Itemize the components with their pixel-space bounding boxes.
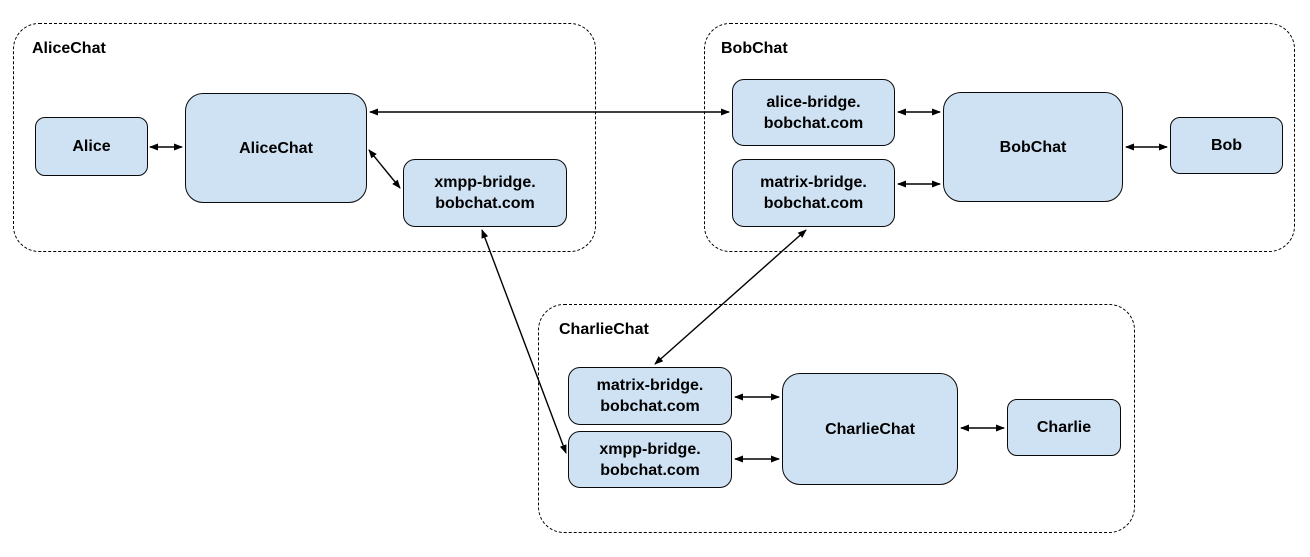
- node-matrix-bridge-charliechat-line2: bobchat.com: [600, 398, 700, 415]
- group-alicechat-network: AliceChat: [13, 23, 596, 252]
- node-xmpp-bridge-charliechat: xmpp-bridge. bobchat.com: [568, 431, 732, 488]
- node-xmpp-bridge-alicechat-line2: bobchat.com: [435, 195, 535, 212]
- node-bobchat-label: BobChat: [999, 138, 1067, 156]
- node-xmpp-bridge-alicechat: xmpp-bridge. bobchat.com: [403, 159, 567, 227]
- group-label-alicechat: AliceChat: [32, 40, 106, 57]
- node-xmpp-bridge-charliechat-line2: bobchat.com: [600, 461, 700, 479]
- node-matrix-bridge-charliechat-line1: matrix-bridge.: [596, 377, 704, 394]
- group-bobchat-network: BobChat: [704, 23, 1295, 252]
- node-charlie-label: Charlie: [1036, 419, 1092, 436]
- node-matrix-bridge-charliechat: matrix-bridge. bobchat.com: [568, 367, 732, 425]
- node-charliechat-label: CharlieChat: [825, 420, 915, 438]
- node-bob-user: Bob: [1170, 117, 1283, 174]
- node-alicechat-label: AliceChat: [239, 139, 313, 157]
- node-alice-label: Alice: [72, 138, 111, 155]
- node-xmpp-bridge-alicechat-line1: xmpp-bridge.: [434, 174, 536, 191]
- node-charliechat-server: CharlieChat: [782, 373, 958, 485]
- node-alice-bridge-line1: alice-bridge.: [766, 93, 861, 111]
- node-xmpp-bridge-charliechat-line1: xmpp-bridge.: [599, 440, 701, 458]
- node-charlie-user: Charlie: [1007, 399, 1121, 456]
- node-bob-label: Bob: [1210, 137, 1243, 154]
- group-label-charliechat: CharlieChat: [559, 321, 649, 338]
- node-matrix-bridge-bobchat: matrix-bridge. bobchat.com: [732, 159, 895, 227]
- group-label-bobchat: BobChat: [721, 40, 788, 57]
- node-alice-bridge-line2: bobchat.com: [763, 114, 864, 132]
- node-matrix-bridge-bobchat-line1: matrix-bridge.: [760, 174, 867, 191]
- node-matrix-bridge-bobchat-line2: bobchat.com: [763, 195, 864, 212]
- node-alice-bridge: alice-bridge. bobchat.com: [732, 79, 895, 146]
- node-alice-user: Alice: [35, 117, 148, 176]
- node-bobchat-server: BobChat: [943, 92, 1123, 202]
- node-alicechat-server: AliceChat: [185, 93, 367, 203]
